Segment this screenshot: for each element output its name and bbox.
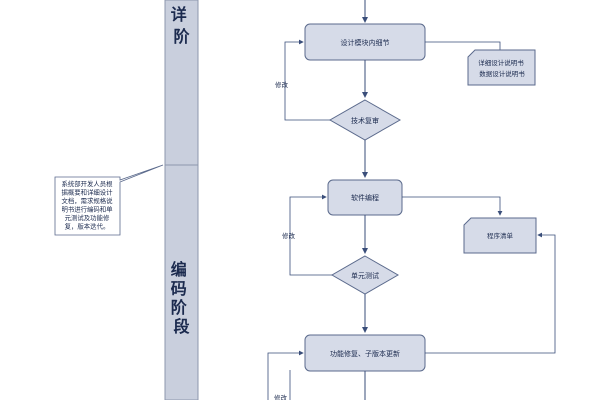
swimlane-coding-label: 编 码 阶 段 [171,260,193,336]
coding-label: 软件编程 [351,193,379,202]
swimlane-column [164,0,199,400]
note-line: 复，版本迭代。 [65,222,110,231]
note-line: 系统部开发人员根 [61,179,113,188]
detail-docs-node [467,49,536,86]
loop-modify-2 [289,194,332,276]
swimlane-design-label: 详 阶 [171,5,193,46]
tech-review-label: 技术复审 [351,116,379,125]
fix-version-label: 功能修复、子版本更新 [330,349,400,358]
connector-to-program-list [402,196,503,216]
note-line: 明书进行编码和单 [61,205,113,214]
note-line: 元测试及功能修 [65,213,110,222]
unit-test-label: 单元测试 [351,271,379,280]
detail-docs-label: 详细设计说明书 数据设计说明书 [478,58,526,78]
modify-label-2: 修改 [282,231,296,240]
note-callout [54,164,164,236]
modify-label-1: 修改 [275,80,289,89]
note-line: 据概要和详细设计 [61,188,113,197]
note-line: 文档，需求规格说 [61,196,113,205]
loop-modify-1 [284,39,330,121]
loop-modify-3-b [267,350,304,400]
program-list-label: 程序清单 [487,231,514,240]
note-text: 系统部开发人员根据概要和详细设计文档，需求规格说明书进行编码和单元测试及功能修复… [61,179,113,231]
design-detail-label: 设计模块内细节 [341,38,390,47]
modify-label-3: 修改 [274,393,288,400]
program-list-node [463,217,537,254]
connector-program-list-feedback [425,232,556,354]
